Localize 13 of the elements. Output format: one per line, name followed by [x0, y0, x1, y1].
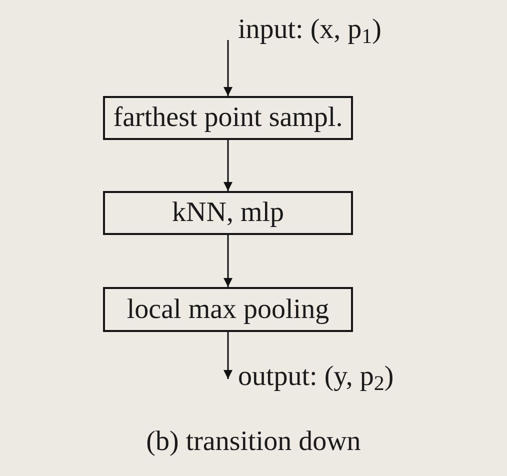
arrow	[224, 332, 232, 379]
arrow	[224, 140, 232, 191]
box-text: local max pooling	[126, 294, 330, 326]
process-box	[103, 191, 353, 235]
process-box	[103, 96, 353, 140]
input-label: input: (x, p$_{1}$)	[238, 14, 382, 46]
arrow	[224, 235, 232, 287]
arrow	[224, 40, 232, 96]
box-text: kNN, mlp	[172, 197, 284, 229]
process-box	[103, 287, 353, 332]
output-label: output: (y, p$_{2}$)	[238, 361, 394, 393]
box-text: farthest point sampl.	[113, 102, 343, 134]
caption: (b) transition down	[146, 426, 361, 458]
